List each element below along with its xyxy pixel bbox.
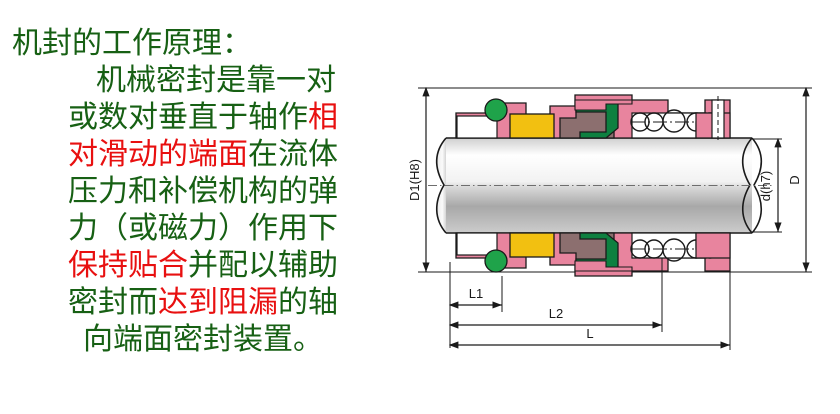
drive-collar-lower <box>695 232 731 259</box>
body-text: 向端面密封装置。 <box>83 322 323 357</box>
dimension-dh7: d(h7) <box>758 137 782 232</box>
spring-chamber-lower <box>631 232 707 259</box>
body-line: 或数对垂直于轴作相 <box>0 99 400 136</box>
spring-chamber-upper <box>631 112 707 139</box>
dimension-d: D <box>787 86 810 272</box>
body-text: 密封而 <box>68 285 158 320</box>
body-line: 对滑动的端面在流体 <box>0 136 400 173</box>
dimension-label-d: D <box>787 175 802 184</box>
body-text: 或数对垂直于轴作 <box>68 100 308 135</box>
dimension-label-l2: L2 <box>549 306 563 321</box>
rubber-bellows-upper <box>575 102 619 139</box>
body-text: 压力和补偿机构的弹 <box>68 174 338 209</box>
body-text: 并配以辅助 <box>188 248 338 283</box>
body-text-highlight: 保持贴合 <box>68 248 188 283</box>
body-line: 保持贴合并配以辅助 <box>0 247 400 284</box>
body-text: 机械密封是靠一对 <box>96 63 336 98</box>
dimension-l: L <box>448 326 730 349</box>
body-line: 机械密封是靠一对 <box>0 62 400 99</box>
dimension-l1: L1 <box>448 286 502 309</box>
slide-text-column: 机封的工作原理： 机械密封是靠一对或数对垂直于轴作相对滑动的端面在流体压力和补偿… <box>0 0 400 414</box>
dimension-label-d1: D1(H8) <box>407 159 422 201</box>
body-line: 力（或磁力）作用下 <box>0 210 400 247</box>
dimension-label-l1: L1 <box>469 286 483 301</box>
dimension-l2: L2 <box>448 306 662 329</box>
rotating-shaft <box>428 137 772 234</box>
mechanical-seal-drawing: D1(H8) d(h7) D L1 <box>400 0 840 414</box>
dimension-label-l: L <box>586 326 593 341</box>
slide-body: 机械密封是靠一对或数对垂直于轴作相对滑动的端面在流体压力和补偿机构的弹力（或磁力… <box>0 62 400 358</box>
body-line: 压力和补偿机构的弹 <box>0 173 400 210</box>
body-line: 向端面密封装置。 <box>0 321 400 358</box>
dimension-d1: D1(H8) <box>407 86 430 272</box>
spring-seat-upper <box>509 113 555 139</box>
o-ring-upper <box>484 98 508 122</box>
body-line: 密封而达到阻漏的轴 <box>0 284 400 321</box>
spring-seat-lower <box>509 232 555 258</box>
rubber-bellows-lower <box>575 232 619 269</box>
body-text-highlight: 对滑动的端面 <box>68 137 248 172</box>
housing-recess-lower <box>456 232 498 256</box>
page-title: 机封的工作原理： <box>12 26 252 61</box>
body-text-highlight: 相 <box>308 100 338 135</box>
seal-assembly-upper <box>455 94 731 140</box>
body-text: 力（或磁力）作用下 <box>68 211 338 246</box>
body-text: 在流体 <box>248 137 338 172</box>
body-text: 的轴 <box>278 285 338 320</box>
housing-recess-upper <box>456 115 498 139</box>
dimension-label-dh7: d(h7) <box>758 171 773 201</box>
o-ring-lower <box>484 249 508 273</box>
body-text-highlight: 达到阻漏 <box>158 285 278 320</box>
